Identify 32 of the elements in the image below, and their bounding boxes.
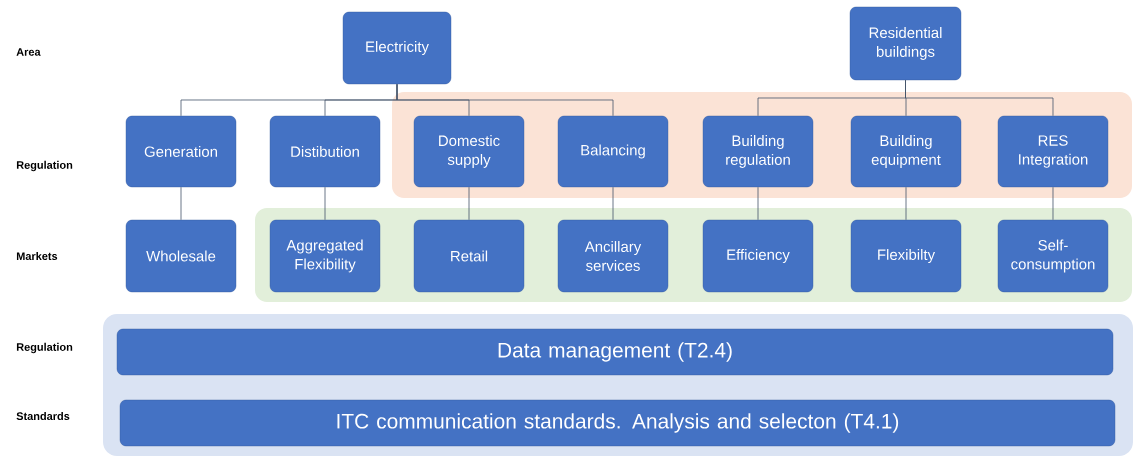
box: Ancillary services <box>557 219 669 293</box>
box: Wholesale <box>125 219 237 293</box>
box: Retail <box>413 219 525 293</box>
connector <box>905 186 907 221</box>
box: Generation <box>125 115 237 188</box>
connector <box>324 186 326 221</box>
box: Building regulation <box>702 115 814 188</box>
box: Balancing <box>557 115 669 188</box>
connector <box>1052 186 1054 221</box>
connector <box>180 186 182 221</box>
box: Aggregated Flexibility <box>269 219 381 293</box>
box: Distibution <box>269 115 381 188</box>
row-label: Regulation <box>16 342 73 354</box>
box: Efficiency <box>702 219 814 293</box>
bar: ITC communication standards. Analysis and selecton (T4.1) <box>119 399 1116 447</box>
connector <box>612 186 614 221</box>
box: Flexibilty <box>850 219 962 293</box>
connector <box>468 186 470 221</box>
box: Domestic supply <box>413 115 525 188</box>
box: Building equipment <box>850 115 962 188</box>
connector <box>905 79 1054 117</box>
box: RES Integration <box>997 115 1109 188</box>
box: Residential buildings <box>849 6 962 81</box>
box: Self-consumption <box>997 219 1109 293</box>
row-label: Area <box>16 48 41 56</box>
row-label: Standards <box>16 411 70 420</box>
connector <box>757 186 759 221</box>
bar: Data management (T2.4) <box>116 328 1114 376</box>
connector <box>396 83 614 117</box>
box: Electricity <box>342 11 452 85</box>
row-label: Regulation <box>16 160 73 172</box>
row-label: Markets <box>16 251 58 260</box>
